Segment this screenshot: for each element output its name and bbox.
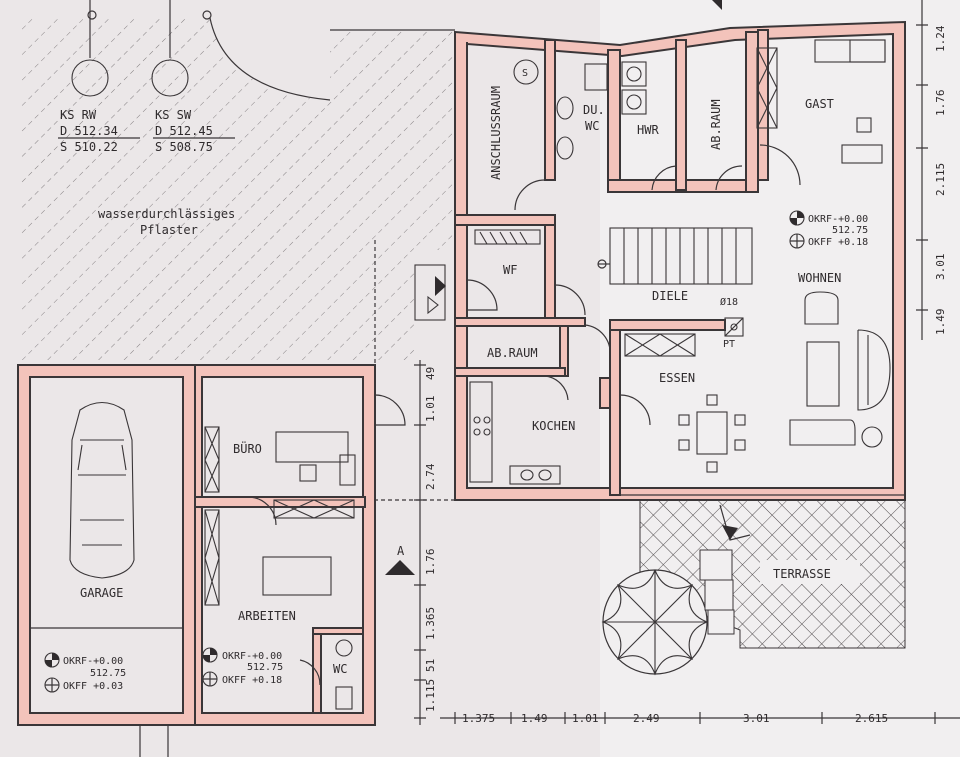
level-office-okrf: OKRF-+0.00 [222, 651, 282, 662]
level-marker-main [789, 210, 805, 249]
garage-outer-wall [17, 364, 196, 726]
dim-mid-5: 1.365 [424, 607, 437, 640]
dimension-line-right [916, 0, 928, 340]
dim-bottom-6: 2.615 [855, 712, 888, 725]
side-table-icon [861, 426, 883, 448]
dim-bottom-5: 3.01 [743, 712, 770, 725]
room-kochen: KOCHEN [532, 419, 575, 433]
dim-right-4: 3.01 [934, 254, 947, 281]
room-wf: WF [503, 263, 517, 277]
dim-mid-7: 51 [424, 659, 437, 672]
level-garage-okff: OKFF +0.03 [63, 681, 123, 692]
room-du: DU. [583, 103, 605, 117]
dim-right-3: 2.115 [934, 163, 947, 196]
chimney-label: Ø18 [720, 296, 738, 308]
level-main-okrf: OKRF-+0.00 [808, 214, 868, 225]
dim-right-1: 1.24 [934, 25, 947, 52]
level-marker-garage [44, 652, 60, 693]
dining-table [678, 394, 746, 473]
room-pt: PT [723, 339, 735, 350]
manhole-rw-bottom: S 510.22 [60, 140, 118, 154]
main-house-outer-wall [454, 20, 906, 501]
dim-bottom-2: 1.49 [521, 712, 548, 725]
room-wc-upper: WC [585, 119, 599, 133]
dim-right-2: 1.76 [934, 90, 947, 117]
umbrella-icon [601, 569, 709, 676]
manhole-sw-name: KS SW [155, 108, 192, 122]
room-gast: GAST [805, 97, 834, 111]
manhole-rw-name: KS RW [60, 108, 97, 122]
room-wohnen: WOHNEN [798, 271, 841, 285]
room-anschlussraum: ANSCHLUSSRAUM [489, 86, 503, 180]
dim-mid-3: 2.74 [424, 463, 437, 490]
room-terrasse: TERRASSE [773, 567, 831, 581]
paving-area [20, 18, 455, 360]
dimension-line-bottom [440, 712, 960, 724]
manhole-sw-bottom: S 508.75 [155, 140, 213, 154]
room-garage: GARAGE [80, 586, 123, 600]
dim-bottom-3: 1.01 [572, 712, 599, 725]
svg-text:S: S [522, 68, 528, 79]
dim-mid-6: 1.115 [424, 679, 437, 712]
staircase [597, 227, 753, 285]
room-diele: DIELE [652, 289, 688, 303]
room-ab-raum-lower: AB.RAUM [487, 346, 538, 360]
toilet-icon [556, 96, 574, 120]
dim-bottom-4: 2.49 [633, 712, 660, 725]
lounge-chair-icon [699, 549, 735, 635]
level-main-value: 512.75 [832, 225, 868, 236]
manhole-sw-top: D 512.45 [155, 124, 213, 138]
level-marker-office [202, 647, 218, 687]
room-arbeiten: ARBEITEN [238, 609, 296, 623]
manhole-rw-icon [71, 59, 109, 97]
room-hwr: HWR [637, 123, 659, 137]
dim-mid-1: 1.01 [424, 396, 437, 423]
dim-mid-2: 49 [424, 367, 437, 380]
paving-label-1: wasserdurchlässiges [98, 207, 235, 221]
section-mark-a: A [397, 544, 405, 558]
car-icon [69, 401, 135, 579]
room-essen: ESSEN [659, 371, 695, 385]
dim-mid-4: 1.76 [424, 549, 437, 576]
paving-label-2: Pflaster [140, 223, 198, 237]
level-office-okff: OKFF +0.18 [222, 675, 282, 686]
manhole-rw-top: D 512.34 [60, 124, 118, 138]
room-ab-raum-upper: AB.RAUM [709, 99, 723, 150]
dimension-line-middle [414, 360, 426, 725]
room-buero: BÜRO [233, 440, 262, 456]
level-garage-okrf: OKRF-+0.00 [63, 656, 123, 667]
room-wc-lower: WC [333, 662, 347, 676]
level-main-okff: OKFF +0.18 [808, 237, 868, 248]
level-garage-value: 512.75 [90, 668, 126, 679]
level-office-value: 512.75 [247, 662, 283, 673]
sink-icon [556, 136, 574, 160]
boiler-icon [513, 59, 539, 85]
manhole-sw-icon [151, 59, 189, 97]
dim-right-5: 1.49 [934, 309, 947, 336]
dim-bottom-1: 1.375 [462, 712, 495, 725]
